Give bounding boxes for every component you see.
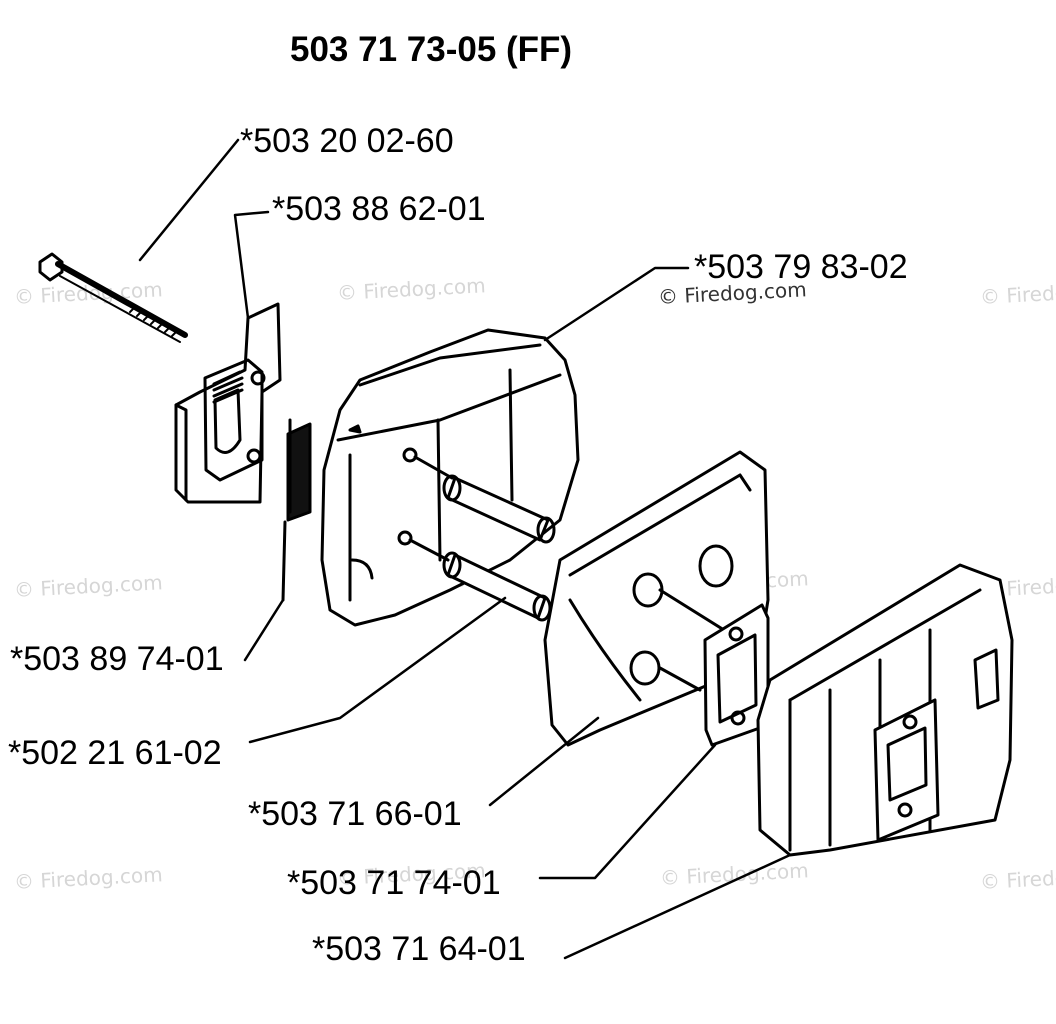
bolt-drawing bbox=[38, 252, 188, 343]
part-label-bracket[interactable]: *503 88 62-01 bbox=[272, 190, 486, 228]
part-label-spacer-tube[interactable]: *502 21 61-02 bbox=[8, 734, 222, 772]
leader-lines bbox=[138, 138, 792, 960]
part-label-gasket[interactable]: *503 71 74-01 bbox=[287, 864, 501, 902]
part-label-spark-screen[interactable]: *503 89 74-01 bbox=[10, 640, 224, 678]
part-label-bolt[interactable]: *503 20 02-60 bbox=[240, 122, 454, 160]
bracket-drawing bbox=[174, 302, 282, 504]
part-label-muffler-cover[interactable]: *503 71 64-01 bbox=[312, 930, 526, 968]
spark-screen-drawing bbox=[281, 418, 312, 602]
muffler-cover-drawing bbox=[756, 563, 1014, 857]
diagram-title: 503 71 73-05 (FF) bbox=[290, 30, 573, 69]
part-label-muffler-housing[interactable]: *503 79 83-02 bbox=[694, 248, 908, 286]
spacer-tubes-drawing bbox=[408, 455, 556, 622]
part-label-cooling-plate[interactable]: *503 71 66-01 bbox=[248, 795, 462, 833]
